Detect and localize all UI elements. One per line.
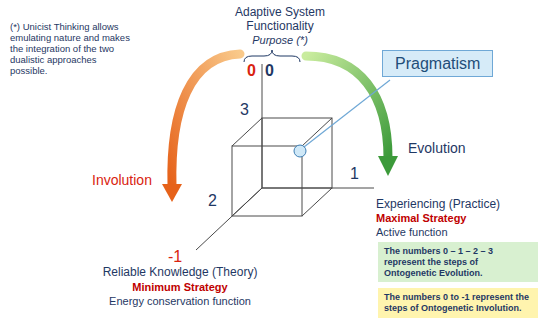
depth-axis xyxy=(196,188,262,250)
brace xyxy=(244,50,300,62)
step-number: 0 xyxy=(265,62,274,80)
purpose-text: Purpose (*) xyxy=(252,34,308,47)
involution-arrow xyxy=(172,54,240,186)
box-text: The numbers 0 to -1 represent the steps … xyxy=(384,292,532,314)
note-box: The numbers 0 – 1 – 2 – 3 represent the … xyxy=(378,242,538,282)
step-number: 3 xyxy=(240,101,249,119)
strategy-label: Minimum Strategy xyxy=(132,281,227,294)
function-label: Energy conservation function xyxy=(109,295,251,308)
step-number: 1 xyxy=(350,165,359,183)
evolution-arrowhead xyxy=(378,156,398,176)
step-number: -1 xyxy=(168,248,182,266)
evolution-arrow xyxy=(306,56,388,158)
leader-line xyxy=(304,80,390,147)
step-number: 0 xyxy=(247,62,256,80)
process-label: Evolution xyxy=(408,140,466,156)
footnote: (*) Unicist Thinking allows emulating na… xyxy=(10,22,132,77)
box-text: Pragmatism xyxy=(395,54,480,73)
axis-label: Experiencing (Practice) xyxy=(376,198,500,212)
process-label: Involution xyxy=(92,172,152,188)
step-number: 2 xyxy=(208,192,217,210)
cube xyxy=(232,118,332,216)
note-box: The numbers 0 to -1 represent the steps … xyxy=(378,288,538,318)
axis-label: Reliable Knowledge (Theory) xyxy=(103,266,258,280)
strategy-label: Maximal Strategy xyxy=(376,212,466,225)
highlight-box: Pragmatism xyxy=(382,50,493,77)
heading-text: Adaptive System Functionality xyxy=(230,6,330,34)
function-label: Active function xyxy=(376,226,448,239)
involution-arrowhead xyxy=(162,184,182,202)
pragmatism-point xyxy=(294,145,306,157)
box-text: The numbers 0 – 1 – 2 – 3 represent the … xyxy=(384,246,532,278)
